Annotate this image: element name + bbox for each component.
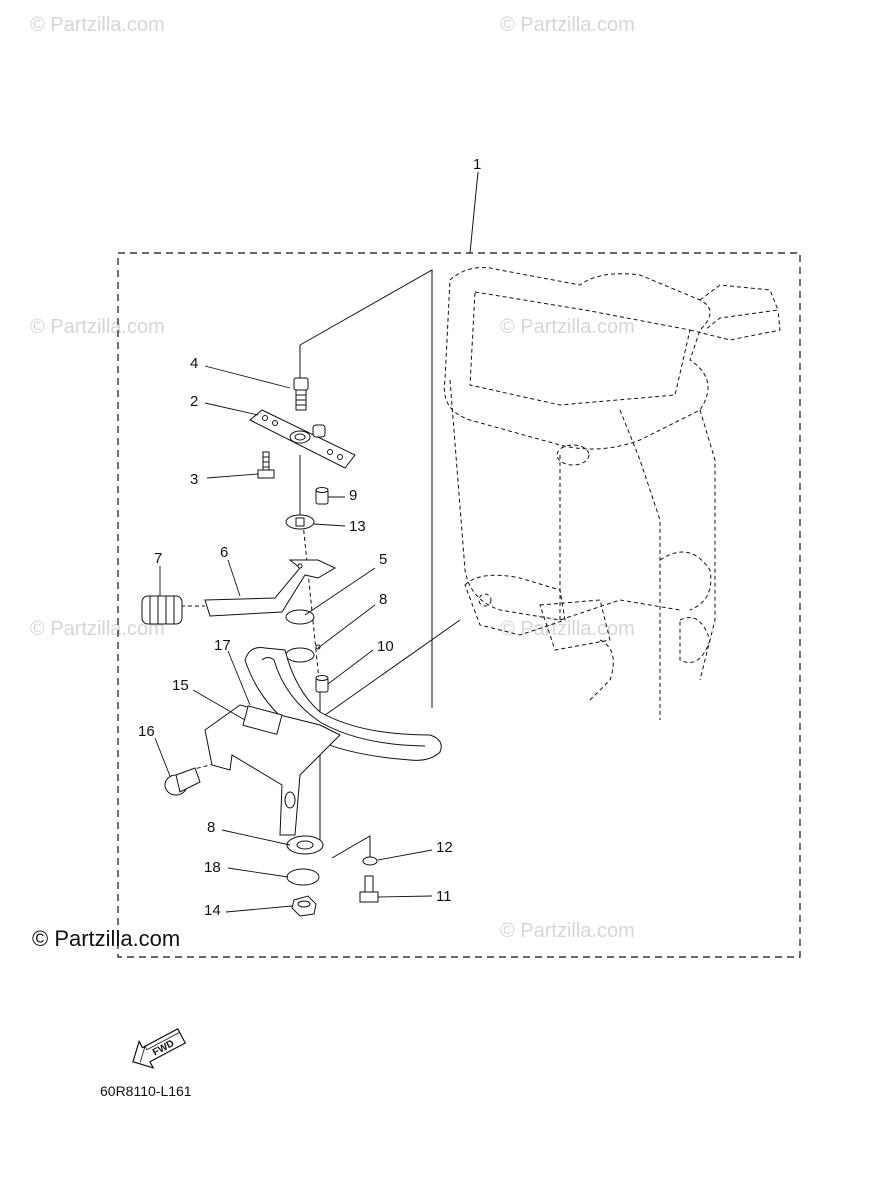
watermark: © Partzilla.com: [500, 316, 635, 338]
watermark: © Partzilla.com: [500, 920, 635, 942]
bolt-part-4[interactable]: [293, 377, 309, 411]
callout-3: 3: [190, 471, 198, 488]
washer-part-12[interactable]: [362, 856, 378, 866]
bolt-part-16[interactable]: [164, 767, 201, 796]
fwd-arrow-icon: FWD: [132, 1028, 187, 1069]
callout-7: 7: [154, 550, 162, 567]
callout-2: 2: [190, 393, 198, 410]
callout-8-lower: 8: [207, 819, 215, 836]
collar-part-10[interactable]: [315, 675, 329, 693]
plate-part-2[interactable]: [249, 409, 356, 469]
watermark: © Partzilla.com: [500, 618, 635, 640]
washer-part-8-upper[interactable]: [285, 644, 321, 663]
washer-part-13[interactable]: [285, 514, 315, 530]
callout-8-upper: 8: [379, 591, 387, 608]
callout-10: 10: [377, 638, 394, 655]
callout-4: 4: [190, 355, 198, 372]
callout-12: 12: [436, 839, 453, 856]
callout-18: 18: [204, 859, 221, 876]
nut-part-14[interactable]: [291, 895, 317, 917]
diagram-code: 60R8110-L161: [100, 1083, 192, 1099]
assembly-boundary: [117, 252, 801, 958]
screw-part-3[interactable]: [257, 451, 275, 479]
watermark: © Partzilla.com: [30, 14, 165, 36]
watermark: © Partzilla.com: [30, 618, 165, 640]
bracket-part-15[interactable]: [204, 704, 341, 836]
washer-part-8-lower[interactable]: [286, 835, 324, 855]
callout-11: 11: [436, 888, 452, 905]
callout-14: 14: [204, 902, 221, 919]
callout-17: 17: [214, 637, 231, 654]
watermark: © Partzilla.com: [500, 14, 635, 36]
callout-5: 5: [379, 551, 387, 568]
lever-part-6[interactable]: [204, 559, 337, 617]
callout-1: 1: [473, 156, 481, 173]
callout-16: 16: [138, 723, 155, 740]
copyright-text: © Partzilla.com: [32, 926, 181, 951]
grip-part-7[interactable]: [141, 595, 183, 625]
outboard-housing-outline: [443, 267, 781, 720]
callout-6: 6: [220, 544, 228, 561]
callout-13: 13: [349, 518, 366, 535]
callout-15: 15: [172, 677, 189, 694]
callout-9: 9: [349, 487, 357, 504]
collar-part-9[interactable]: [315, 487, 329, 505]
watermark: © Partzilla.com: [30, 316, 165, 338]
screw-part-11[interactable]: [359, 875, 379, 903]
washer-part-18[interactable]: [286, 868, 320, 886]
